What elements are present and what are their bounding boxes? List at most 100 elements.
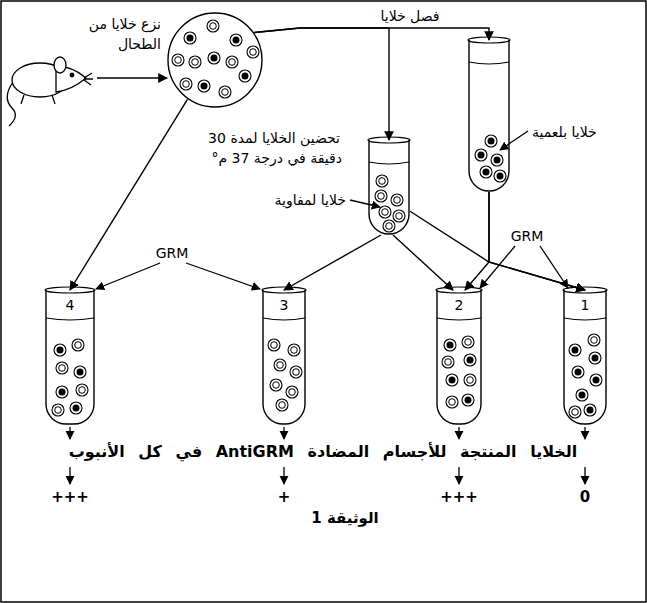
- lymphocyte-cell: [180, 78, 192, 90]
- reagent-arrow: [186, 263, 260, 289]
- edge-label: تحضين الخلايا لمدة 30 دقيقة في درجة 37 م…: [208, 130, 342, 166]
- lymphocyte-cell: [462, 336, 474, 348]
- macrophage-cell: [589, 352, 601, 364]
- down-arrow: [69, 427, 70, 439]
- tube-outline: [46, 290, 94, 424]
- layout-arrows: [70, 131, 585, 484]
- tube-outline: [369, 140, 409, 234]
- macrophage-cell: [576, 389, 588, 401]
- mouse-ear: [54, 57, 66, 73]
- lymphocyte-cell: [286, 386, 298, 398]
- text-slot: 2: [436, 295, 482, 315]
- macrophage-cell: [475, 149, 487, 161]
- result-value: +++: [51, 488, 89, 506]
- node-outline: [468, 40, 510, 192]
- connector-arrow: [410, 211, 585, 290]
- down-arrow: [69, 467, 70, 484]
- macrophage-cell: [74, 366, 86, 378]
- macrophage-cell: [569, 344, 581, 356]
- tube-rim: [436, 287, 482, 293]
- lymphocyte-cell: [393, 210, 405, 222]
- label-slot: الوثيقة 1: [311, 508, 379, 528]
- edge-label-slot: تحضين الخلايا لمدة 30 دقيقة في درجة 37 م…: [182, 128, 342, 167]
- macrophage-cell: [56, 386, 68, 398]
- macrophage-cell: [230, 34, 242, 46]
- macrophage-cell: [584, 404, 596, 416]
- test-tube: 4: [45, 290, 95, 425]
- macrophage-cell: [485, 135, 497, 147]
- node-text: 3: [280, 297, 289, 313]
- mouse-illustration: [7, 57, 93, 126]
- down-arrow: [458, 427, 459, 439]
- down-arrow: [283, 427, 284, 439]
- text-slot: 1: [563, 295, 607, 315]
- connector-arrow: [70, 99, 187, 290]
- text-slot: 4: [45, 295, 95, 315]
- macrophage-cell: [208, 52, 220, 64]
- label-slot: +++: [51, 487, 89, 507]
- macrophage-cell: [480, 166, 492, 178]
- macrophage-cell: [239, 70, 251, 82]
- tube-outline: [564, 290, 606, 424]
- leader-arrow: [350, 200, 380, 207]
- lymphocyte-cell: [207, 20, 219, 32]
- text-slot: خلايا بلعمية: [532, 122, 597, 142]
- edge-label: فصل خلايا: [378, 8, 441, 24]
- lymphocyte-cell: [52, 404, 64, 416]
- test-tube: 1: [563, 290, 607, 425]
- lymphocyte-cell: [276, 399, 288, 411]
- macrophage-cell: [491, 154, 503, 166]
- test-tube: خلايا بلعمية: [468, 40, 510, 192]
- node-outline: [368, 140, 410, 235]
- lymphocyte-cell: [383, 220, 395, 232]
- macrophage-cell: [590, 374, 602, 386]
- result-value: +: [278, 488, 291, 506]
- test-tube: 3: [262, 290, 306, 425]
- result-value: +++: [440, 488, 478, 506]
- liquid-surface: [437, 318, 481, 320]
- connector-group: [70, 28, 585, 290]
- label-slot: +: [278, 487, 291, 507]
- reagent-arrow: [96, 263, 160, 289]
- lymphocyte-cell: [76, 384, 88, 396]
- label-slot: GRM: [156, 243, 189, 263]
- mouse-whiskers: [84, 73, 93, 85]
- macrophage-cell: [494, 170, 506, 182]
- text-slot: نزع خلايا من الطحال: [87, 14, 161, 53]
- lymphocyte-cell: [247, 46, 259, 58]
- lymphocyte-cell: [442, 356, 454, 368]
- test-tube: 2: [436, 290, 482, 425]
- document-title: الوثيقة 1: [311, 509, 379, 527]
- lymphocyte-cell: [270, 379, 282, 391]
- lymphocyte-cell: [375, 190, 387, 202]
- text-slot: خلايا لمفاوية: [275, 190, 347, 210]
- macrophage-cell: [54, 344, 66, 356]
- macrophage-cell: [444, 339, 456, 351]
- lymphocyte-cell: [569, 406, 581, 418]
- connector-arrow: [465, 192, 489, 290]
- tube-cells: [52, 135, 602, 418]
- edge-label-slot: فصل خلايا: [378, 6, 441, 26]
- liquid-surface: [564, 318, 606, 320]
- reagent-arrow: [540, 246, 568, 288]
- lymphocyte-cell: [56, 362, 68, 374]
- connector-arrow: [254, 28, 489, 40]
- lymphocyte-cell: [189, 56, 201, 68]
- node-text: 1: [581, 297, 590, 313]
- result-heading: الخلايا المنتجة للأجسام المضادة AntiGRM …: [69, 442, 578, 461]
- label-slot: 0: [580, 487, 590, 507]
- lymphocyte-cell: [290, 366, 302, 378]
- lymphocyte-cell: [172, 54, 184, 66]
- lymphocyte-cell: [588, 334, 600, 346]
- macrophage-cell: [464, 354, 476, 366]
- tube-rims: [45, 37, 607, 320]
- liquid-surface: [369, 162, 409, 164]
- lymphocyte-cell: [268, 339, 280, 351]
- leader-arrow: [500, 131, 528, 150]
- dish-outline: [168, 13, 262, 107]
- lymphocyte-cell: [464, 374, 476, 386]
- lymphocyte-cell: [391, 194, 403, 206]
- down-arrow: [584, 467, 585, 484]
